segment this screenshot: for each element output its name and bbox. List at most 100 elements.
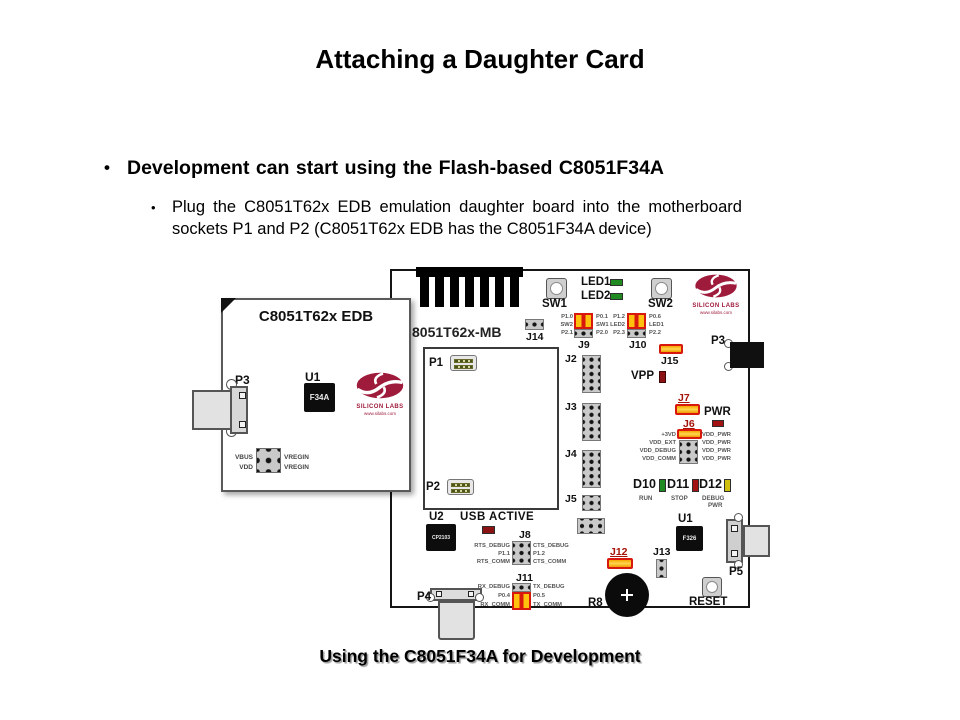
j2-label: J2 xyxy=(565,353,577,365)
board-figure: 8051T62x-MB SW1 LED1 LED2 SW2 SILICON LA… xyxy=(190,262,782,660)
j6-label: J6 xyxy=(683,418,695,430)
dc-p3-pin xyxy=(239,421,246,428)
p4-usb-plug xyxy=(438,601,475,640)
pwr-led-icon xyxy=(712,420,724,427)
p2-socket xyxy=(447,479,474,495)
bullet-text: Development can start using the Flash-ba… xyxy=(127,157,664,179)
sub-bullet-line2: sockets P1 and P2 (C8051T62x EDB has the… xyxy=(172,220,652,238)
aux-header xyxy=(577,518,605,534)
dc-header xyxy=(256,448,281,473)
silicon-labs-logo-text: SILICON LABS xyxy=(356,404,404,410)
j9-pin-label: P2.1 xyxy=(561,330,573,336)
d12-sub-label: DEBUG xyxy=(702,495,725,502)
j10-pin-label: P0.6 xyxy=(649,314,661,320)
j6-pin-label: VDD_EXT xyxy=(649,440,676,446)
j8-pin-label: P1.1 xyxy=(498,551,510,557)
reset-label: RESET xyxy=(689,596,728,608)
j9-jumpers xyxy=(574,313,593,329)
p4-pin xyxy=(468,591,474,597)
j7-label: J7 xyxy=(678,392,690,404)
j15-jumper xyxy=(659,344,683,354)
j6-pin-label: +3VD xyxy=(661,432,676,438)
j11-pin-label: RX_COMM xyxy=(480,602,510,608)
j8-pin-label: CTS_COMM xyxy=(533,559,567,565)
p5-usb-plug xyxy=(743,525,770,557)
j8-label: J8 xyxy=(519,529,531,541)
j9-label: J9 xyxy=(578,339,590,351)
j2-header xyxy=(582,355,601,393)
j11-pin-label: P0.5 xyxy=(533,593,545,599)
dc-p3-label: P3 xyxy=(235,373,250,387)
j13-header xyxy=(656,559,667,578)
j10-pin-label: P1.2 xyxy=(613,314,625,320)
reset-button xyxy=(702,577,722,597)
j6-jumper xyxy=(677,429,702,439)
j9-pin-label: P1.0 xyxy=(561,314,573,320)
led2-label: LED2 xyxy=(581,290,611,302)
p1-label: P1 xyxy=(429,357,444,369)
d10-sub-label: RUN xyxy=(639,495,653,502)
sw1-label: SW1 xyxy=(542,298,567,310)
d10-label: D10 xyxy=(633,477,656,491)
j6-pin-label: VDD_DEBUG xyxy=(639,448,676,454)
j4-label: J4 xyxy=(565,448,577,460)
j13-label: J13 xyxy=(653,546,671,558)
vpp-led-icon xyxy=(659,371,666,383)
dc-u1-chip: F34A xyxy=(304,383,335,412)
sw1-button xyxy=(546,278,567,299)
usb-active-label: USB ACTIVE xyxy=(460,511,535,523)
d12-label: D12 xyxy=(699,477,722,491)
dc-p3-usb-plug xyxy=(192,390,232,430)
p4-label: P4 xyxy=(417,591,432,603)
j6-header xyxy=(679,440,698,464)
p1-socket xyxy=(450,355,477,371)
sw2-label: SW2 xyxy=(648,298,673,310)
j9-pin-label: P0.1 xyxy=(596,314,608,320)
u2-chip: CP2103 xyxy=(426,524,456,551)
j9-pin-label: SW2 xyxy=(560,322,573,328)
pwr-label: PWR xyxy=(704,406,731,418)
j5-label: J5 xyxy=(565,493,577,505)
r8-potentiometer xyxy=(605,573,649,617)
j11-pin-label: TX_COMM xyxy=(533,602,562,608)
j11-label: J11 xyxy=(516,572,533,584)
d11-led-icon xyxy=(692,479,699,492)
slide-caption: Using the C8051F34A for Development xyxy=(319,646,641,666)
j8-pin-label: P1.2 xyxy=(533,551,545,557)
j5-header xyxy=(582,495,601,511)
j6-pin-label: VDD_PWR xyxy=(702,448,731,454)
led1-icon xyxy=(610,279,623,286)
d11-label: D11 xyxy=(667,477,690,491)
dc-pin-label: VDD xyxy=(239,464,253,471)
j12-label: J12 xyxy=(610,546,628,558)
dc-pin-label: VBUS xyxy=(234,454,253,461)
j14-label: J14 xyxy=(526,331,544,343)
p4-hole xyxy=(475,593,484,602)
j11-header xyxy=(512,583,531,592)
d11-sub-label: STOP xyxy=(671,495,688,502)
sub-bullet-icon: • xyxy=(151,200,156,215)
expansion-connector-pins xyxy=(420,277,519,307)
d12-led-icon xyxy=(724,479,731,492)
j14-header xyxy=(525,319,544,330)
led1-label: LED1 xyxy=(581,276,611,288)
p5-hole xyxy=(734,513,743,522)
bullet-icon: • xyxy=(104,158,110,177)
dc-pin-label: VREGIN xyxy=(284,454,309,461)
mb-u1-chip: F326 xyxy=(676,526,703,551)
j8-pin-label: CTS_DEBUG xyxy=(533,543,569,549)
mb-p3-connector xyxy=(730,342,764,368)
j10-header xyxy=(627,329,646,338)
sub-bullet-line1: Plug the C8051T62x EDB emulation daughte… xyxy=(172,198,742,216)
r8-label: R8 xyxy=(588,597,603,609)
j6-pin-label: VDD_PWR xyxy=(702,440,731,446)
silicon-labs-logo-icon xyxy=(354,372,406,399)
j9-header xyxy=(574,329,593,338)
p4-pin xyxy=(436,591,442,597)
silicon-labs-logo-url: www.silabs.com xyxy=(363,411,396,416)
j10-label: J10 xyxy=(629,339,647,351)
vpp-label: VPP xyxy=(631,370,655,382)
j6-pin-label: VDD_PWR xyxy=(702,456,731,462)
daughter-card-title: C8051T62x EDB xyxy=(258,308,374,325)
j10-pin-label: LED2 xyxy=(610,322,625,328)
